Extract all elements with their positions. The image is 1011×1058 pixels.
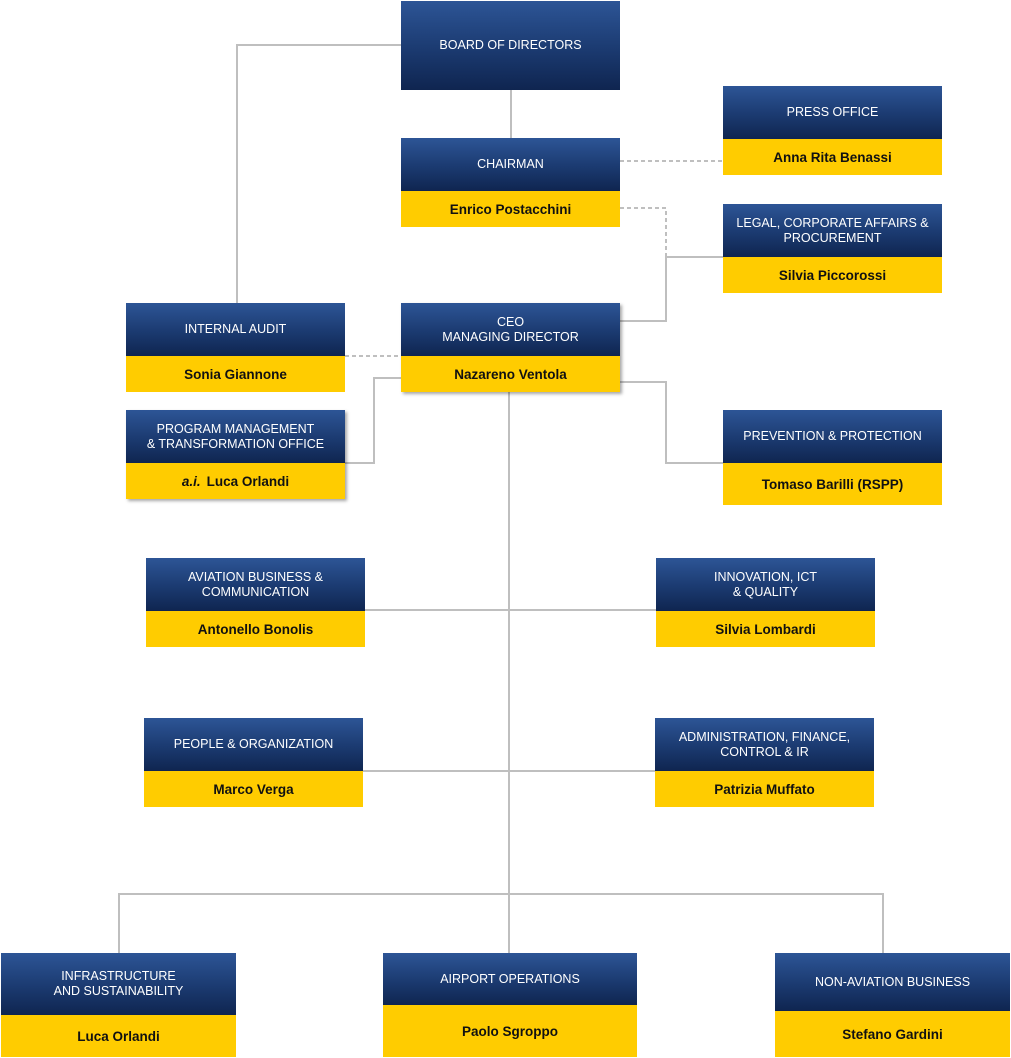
unit-title: PRESS OFFICE: [723, 86, 942, 139]
manager-name: Enrico Postacchini: [449, 201, 572, 217]
link-ceo-prevention: [620, 381, 723, 464]
org-box-chairman: CHAIRMAN Enrico Postacchini: [401, 138, 620, 227]
unit-manager: Marco Verga: [144, 771, 363, 807]
org-box-prevention: PREVENTION & PROTECTION Tomaso Barilli (R…: [723, 410, 942, 505]
unit-manager: Stefano Gardini: [775, 1011, 1010, 1057]
unit-manager: a.i. Luca Orlandi: [126, 463, 345, 499]
unit-title: NON-AVIATION BUSINESS: [775, 953, 1010, 1011]
unit-title: INFRASTRUCTURE AND SUSTAINABILITY: [1, 953, 236, 1015]
manager-name: Silvia Lombardi: [715, 621, 816, 637]
manager-name: Luca Orlandi: [77, 1028, 160, 1044]
manager-name: Sonia Giannone: [184, 366, 287, 382]
unit-title: LEGAL, CORPORATE AFFAIRS & PROCUREMENT: [723, 204, 942, 257]
interim-prefix: a.i.: [181, 473, 201, 489]
unit-manager: Silvia Lombardi: [656, 611, 875, 647]
link-ceo-pmo: [345, 377, 401, 464]
org-box-pmo: PROGRAM MANAGEMENT & TRANSFORMATION OFFI…: [126, 410, 345, 499]
link-legal-ceo: [620, 256, 723, 322]
link-chairman-legal: [620, 207, 667, 260]
org-box-infra: INFRASTRUCTURE AND SUSTAINABILITY Luca Or…: [1, 953, 236, 1057]
link-bottom-tier: [118, 893, 884, 953]
unit-title: PROGRAM MANAGEMENT & TRANSFORMATION OFFI…: [126, 410, 345, 463]
manager-name: Patrizia Muffato: [714, 781, 815, 797]
unit-manager: Paolo Sgroppo: [383, 1005, 637, 1057]
unit-manager: Nazareno Ventola: [401, 356, 620, 392]
org-box-legal: LEGAL, CORPORATE AFFAIRS & PROCUREMENT Si…: [723, 204, 942, 293]
manager-name: Tomaso Barilli (RSPP): [761, 476, 904, 492]
manager-name: Paolo Sgroppo: [462, 1023, 558, 1039]
unit-manager: Enrico Postacchini: [401, 191, 620, 227]
org-box-ops: AIRPORT OPERATIONS Paolo Sgroppo: [383, 953, 637, 1057]
unit-title: AIRPORT OPERATIONS: [383, 953, 637, 1005]
manager-name: Stefano Gardini: [842, 1026, 943, 1042]
unit-title: PREVENTION & PROTECTION: [723, 410, 942, 463]
org-box-nonaviation: NON-AVIATION BUSINESS Stefano Gardini: [775, 953, 1010, 1057]
unit-manager: Antonello Bonolis: [146, 611, 365, 647]
manager-name: Antonello Bonolis: [197, 621, 314, 637]
unit-title: CEO MANAGING DIRECTOR: [401, 303, 620, 356]
unit-manager: Tomaso Barilli (RSPP): [723, 463, 942, 505]
unit-manager: Patrizia Muffato: [655, 771, 874, 807]
unit-manager: Anna Rita Benassi: [723, 139, 942, 175]
org-box-aviation: AVIATION BUSINESS & COMMUNICATION Antonel…: [146, 558, 365, 647]
org-box-ceo: CEO MANAGING DIRECTOR Nazareno Ventola: [401, 303, 620, 392]
unit-title: AVIATION BUSINESS & COMMUNICATION: [146, 558, 365, 611]
unit-manager: Luca Orlandi: [1, 1015, 236, 1057]
org-box-press: PRESS OFFICE Anna Rita Benassi: [723, 86, 942, 175]
unit-title: PEOPLE & ORGANIZATION: [144, 718, 363, 771]
org-box-audit: INTERNAL AUDIT Sonia Giannone: [126, 303, 345, 392]
org-box-board: BOARD OF DIRECTORS: [401, 1, 620, 90]
unit-title: INTERNAL AUDIT: [126, 303, 345, 356]
unit-title: CHAIRMAN: [401, 138, 620, 191]
manager-name: Nazareno Ventola: [454, 366, 567, 382]
unit-title: BOARD OF DIRECTORS: [401, 1, 620, 90]
unit-title: INNOVATION, ICT & QUALITY: [656, 558, 875, 611]
unit-manager: Sonia Giannone: [126, 356, 345, 392]
manager-name: Marco Verga: [213, 781, 294, 797]
org-box-people: PEOPLE & ORGANIZATION Marco Verga: [144, 718, 363, 807]
manager-name: Silvia Piccorossi: [778, 267, 887, 283]
org-box-innovation: INNOVATION, ICT & QUALITY Silvia Lombardi: [656, 558, 875, 647]
unit-manager: Silvia Piccorossi: [723, 257, 942, 293]
unit-title: ADMINISTRATION, FINANCE, CONTROL & IR: [655, 718, 874, 771]
link-board-audit: [236, 44, 401, 303]
manager-name: Luca Orlandi: [206, 473, 290, 489]
org-box-admin: ADMINISTRATION, FINANCE, CONTROL & IR Pat…: [655, 718, 874, 807]
manager-name: Anna Rita Benassi: [773, 149, 892, 165]
